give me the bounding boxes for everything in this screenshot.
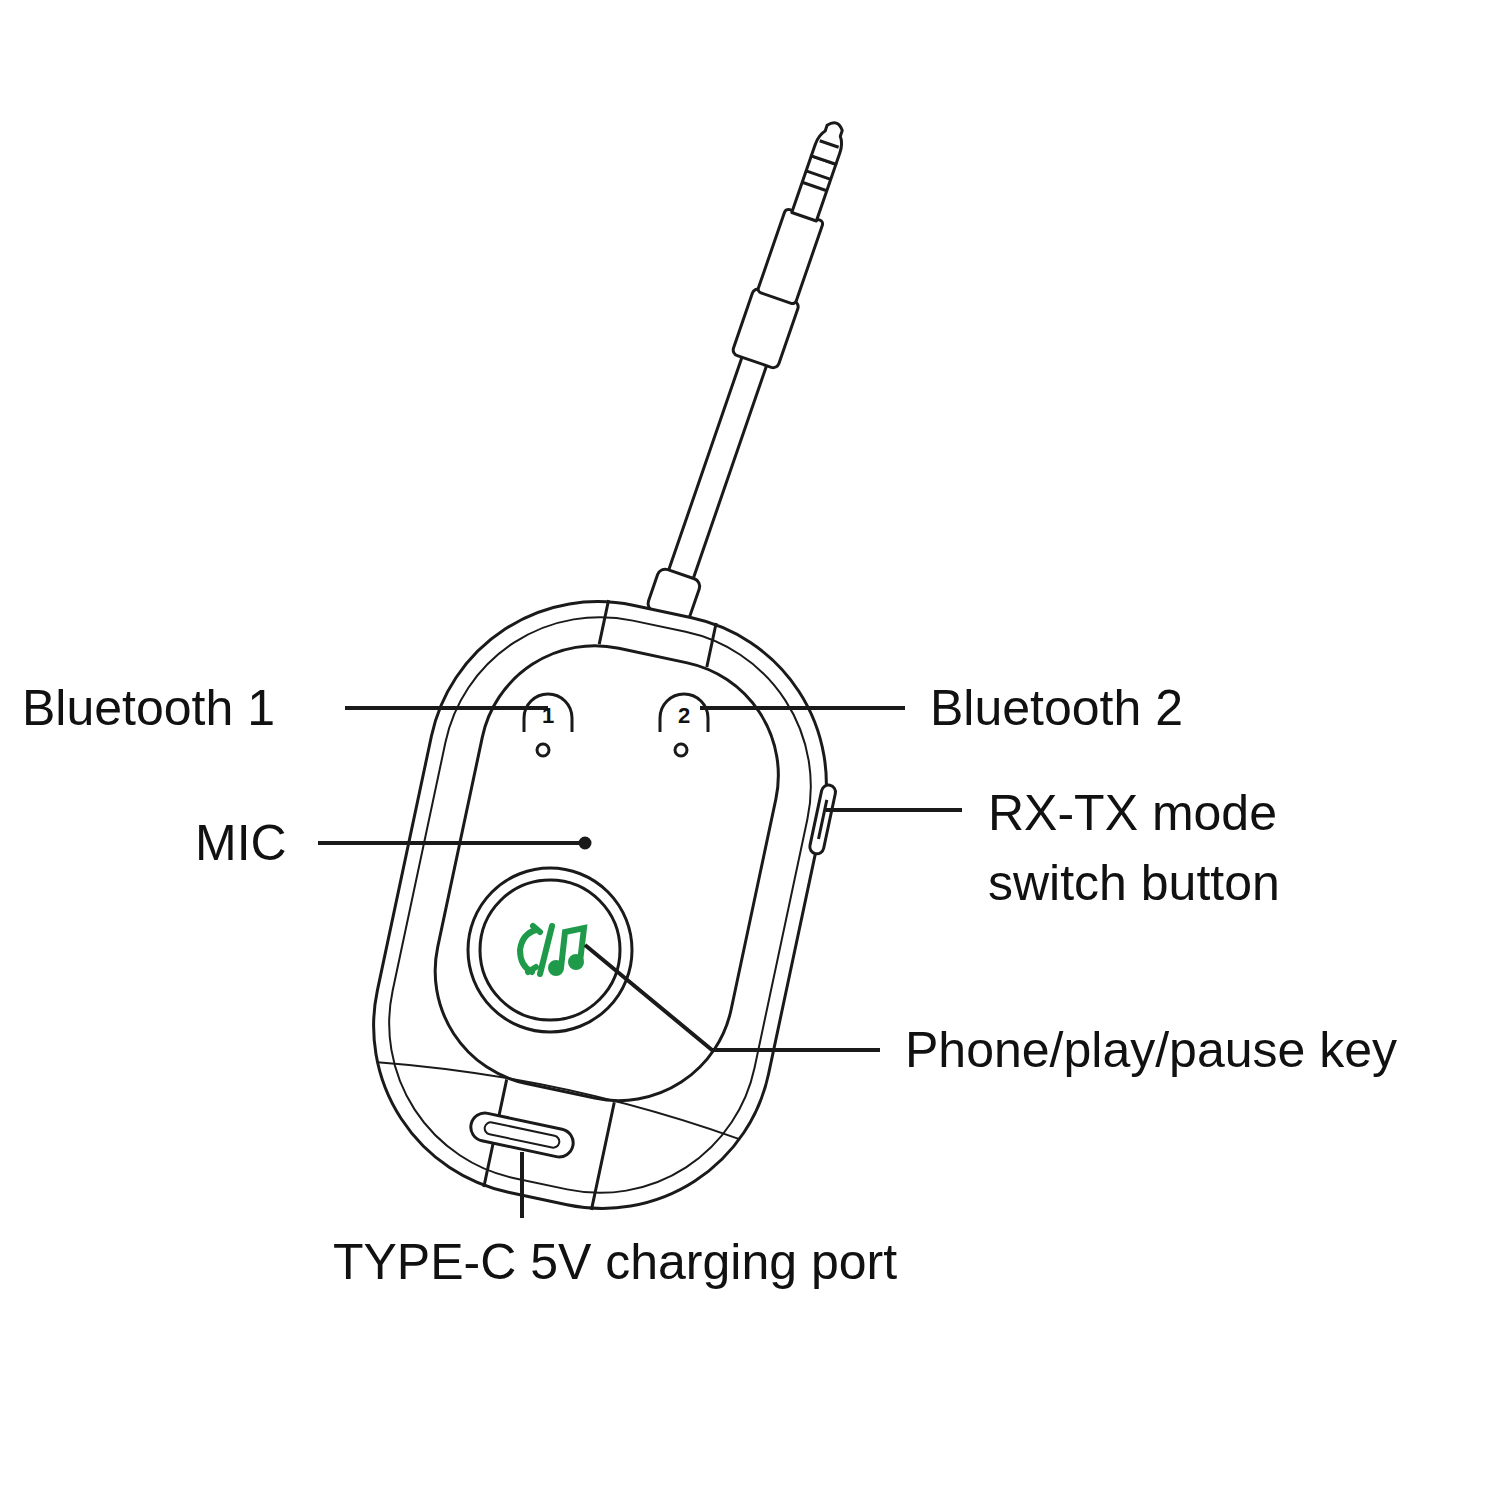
callout-label: MIC [195, 812, 287, 875]
audio-plug [644, 115, 859, 623]
leader-lines [318, 708, 962, 1218]
device-body [342, 570, 865, 1242]
callout-label: Bluetooth 2 [930, 677, 1183, 740]
callout-label: Phone/play/pause key [905, 1019, 1397, 1082]
channel-number: 1 [542, 705, 554, 727]
play-button [468, 868, 632, 1032]
callout-label: RX-TX mode switch button [988, 778, 1388, 918]
callout-label: Bluetooth 1 [22, 677, 275, 740]
channel-icons [524, 694, 708, 848]
callout-label: TYPE-C 5V charging port [333, 1231, 897, 1294]
mode-switch [809, 784, 837, 855]
channel-number: 2 [678, 705, 690, 727]
phone-music-icon [520, 926, 584, 974]
